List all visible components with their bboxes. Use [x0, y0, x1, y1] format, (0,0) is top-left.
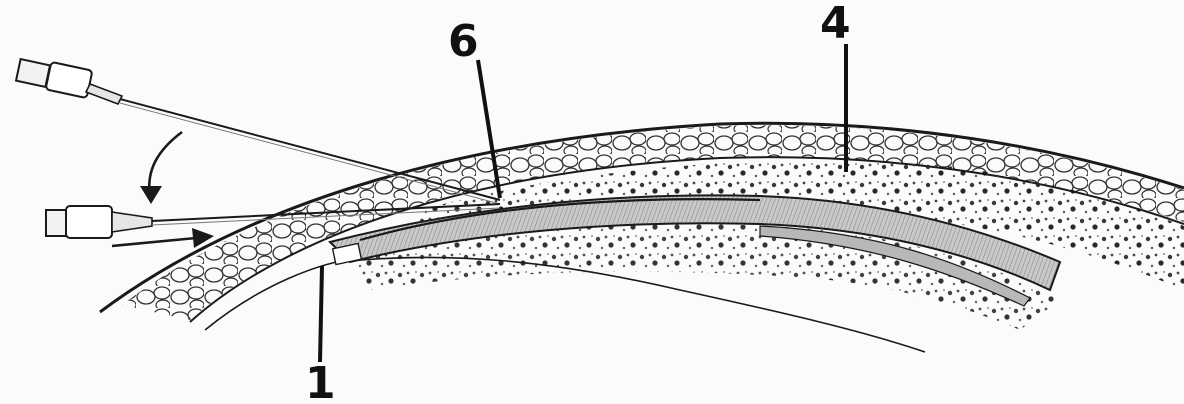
callout-1: 1	[305, 362, 336, 404]
callout-4: 4	[820, 2, 851, 46]
needle-shaft-upper	[120, 99, 500, 200]
insertion-arrow	[112, 238, 196, 246]
syringe-hub-lower	[46, 206, 152, 238]
syringe-hub-upper	[16, 59, 122, 104]
callout-6: 6	[448, 20, 479, 64]
leader-line-1	[320, 266, 322, 362]
